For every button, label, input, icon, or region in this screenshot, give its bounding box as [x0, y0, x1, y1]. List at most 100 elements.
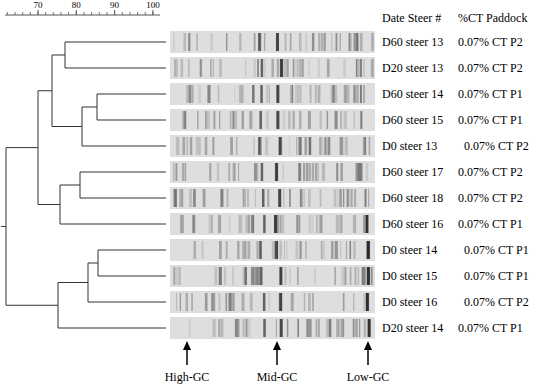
gel-band — [323, 33, 326, 51]
gel-band — [340, 163, 342, 181]
gel-band — [350, 267, 352, 285]
gel-band — [341, 267, 344, 285]
gel-band — [281, 215, 284, 233]
lane-ground — [170, 291, 375, 313]
lane-ground — [170, 109, 375, 131]
gel-band — [279, 267, 282, 285]
gel-band — [299, 137, 302, 155]
arrow-shaft — [367, 348, 369, 365]
paddock-label: 0.07% CT P1 — [464, 270, 529, 282]
gel-band — [357, 59, 360, 77]
gel-band — [318, 85, 321, 103]
gel-band — [303, 163, 305, 181]
gel-band — [220, 189, 223, 207]
sample-label: D60 steer 15 — [382, 114, 443, 126]
gel-band — [277, 59, 279, 77]
paddock-label: 0.07% CT P2 — [458, 62, 523, 74]
gel-band — [277, 215, 279, 233]
gel-band — [205, 293, 207, 311]
gel-band — [193, 241, 196, 259]
gel-band — [366, 293, 369, 311]
gel-band — [248, 319, 251, 337]
gel-band — [258, 33, 261, 51]
gel-band — [260, 241, 262, 259]
gel-band — [339, 137, 342, 155]
gel-band — [247, 241, 250, 259]
gel-band — [365, 189, 367, 207]
paddock-label: 0.07% CT P2 — [458, 166, 523, 178]
gel-band — [358, 163, 360, 181]
gel-band — [206, 293, 207, 311]
gel-band — [260, 267, 263, 285]
gel-band — [259, 137, 261, 155]
gel-band — [308, 189, 311, 207]
gel-band — [363, 85, 364, 103]
gel-band — [189, 189, 192, 207]
gel-band — [324, 33, 325, 51]
gel-band — [214, 267, 217, 285]
gel-band — [339, 215, 342, 233]
arrow-shaft — [276, 348, 278, 365]
gel-band — [231, 111, 232, 129]
gel-band — [354, 189, 356, 207]
gel-band — [251, 293, 252, 311]
gel-band — [254, 33, 256, 51]
gel-band — [198, 85, 201, 103]
gel-band — [267, 189, 269, 207]
gel-band — [269, 293, 270, 311]
gel-band — [320, 111, 322, 129]
gel-band — [202, 241, 203, 259]
gel-band — [230, 111, 232, 129]
gel-band — [224, 267, 226, 285]
gel-band — [320, 215, 322, 233]
gel-band — [205, 111, 206, 129]
gel-band — [289, 189, 291, 207]
gel-band — [312, 215, 313, 233]
gel-band — [266, 85, 267, 103]
gel-band — [255, 189, 256, 207]
gel-band — [363, 59, 365, 77]
gel-band — [331, 319, 332, 337]
gel-band — [242, 111, 244, 129]
gel-band — [365, 215, 368, 233]
gel-band — [232, 267, 234, 285]
gel-band — [251, 215, 254, 233]
gel-band — [175, 267, 178, 285]
gel-band — [250, 293, 253, 311]
gel-band — [353, 241, 356, 259]
gel-band — [218, 319, 220, 337]
gel-band — [341, 319, 344, 337]
gel-band — [261, 59, 264, 77]
gel-band — [371, 59, 374, 77]
gel-band — [291, 293, 294, 311]
gel-band — [343, 59, 346, 77]
gel-band — [257, 59, 259, 77]
gel-band — [293, 59, 296, 77]
gel-band — [296, 137, 297, 155]
gel-band — [259, 137, 262, 155]
gel-band — [242, 319, 243, 337]
gel-band — [371, 33, 373, 51]
gel-band — [297, 267, 299, 285]
gel-band — [320, 33, 323, 51]
gel-band — [341, 319, 343, 337]
gel-band — [252, 85, 255, 103]
gel-band — [173, 163, 174, 181]
arrow-head — [364, 341, 372, 350]
gel-band — [196, 137, 199, 155]
paddock-label: 0.07% CT P2 — [464, 140, 529, 152]
gel-band — [327, 111, 329, 129]
gel-band — [295, 85, 298, 103]
gel-band — [360, 85, 362, 103]
gel-band — [228, 163, 230, 181]
gel-band — [272, 241, 274, 259]
gel-band — [264, 59, 266, 77]
gel-band — [362, 267, 365, 285]
gel-band — [324, 137, 326, 155]
gel-band — [290, 85, 293, 103]
gel-band — [265, 137, 267, 155]
gel-band — [181, 215, 184, 233]
gel-band — [266, 111, 269, 129]
gel-band — [205, 111, 207, 129]
gel-band — [175, 59, 178, 77]
